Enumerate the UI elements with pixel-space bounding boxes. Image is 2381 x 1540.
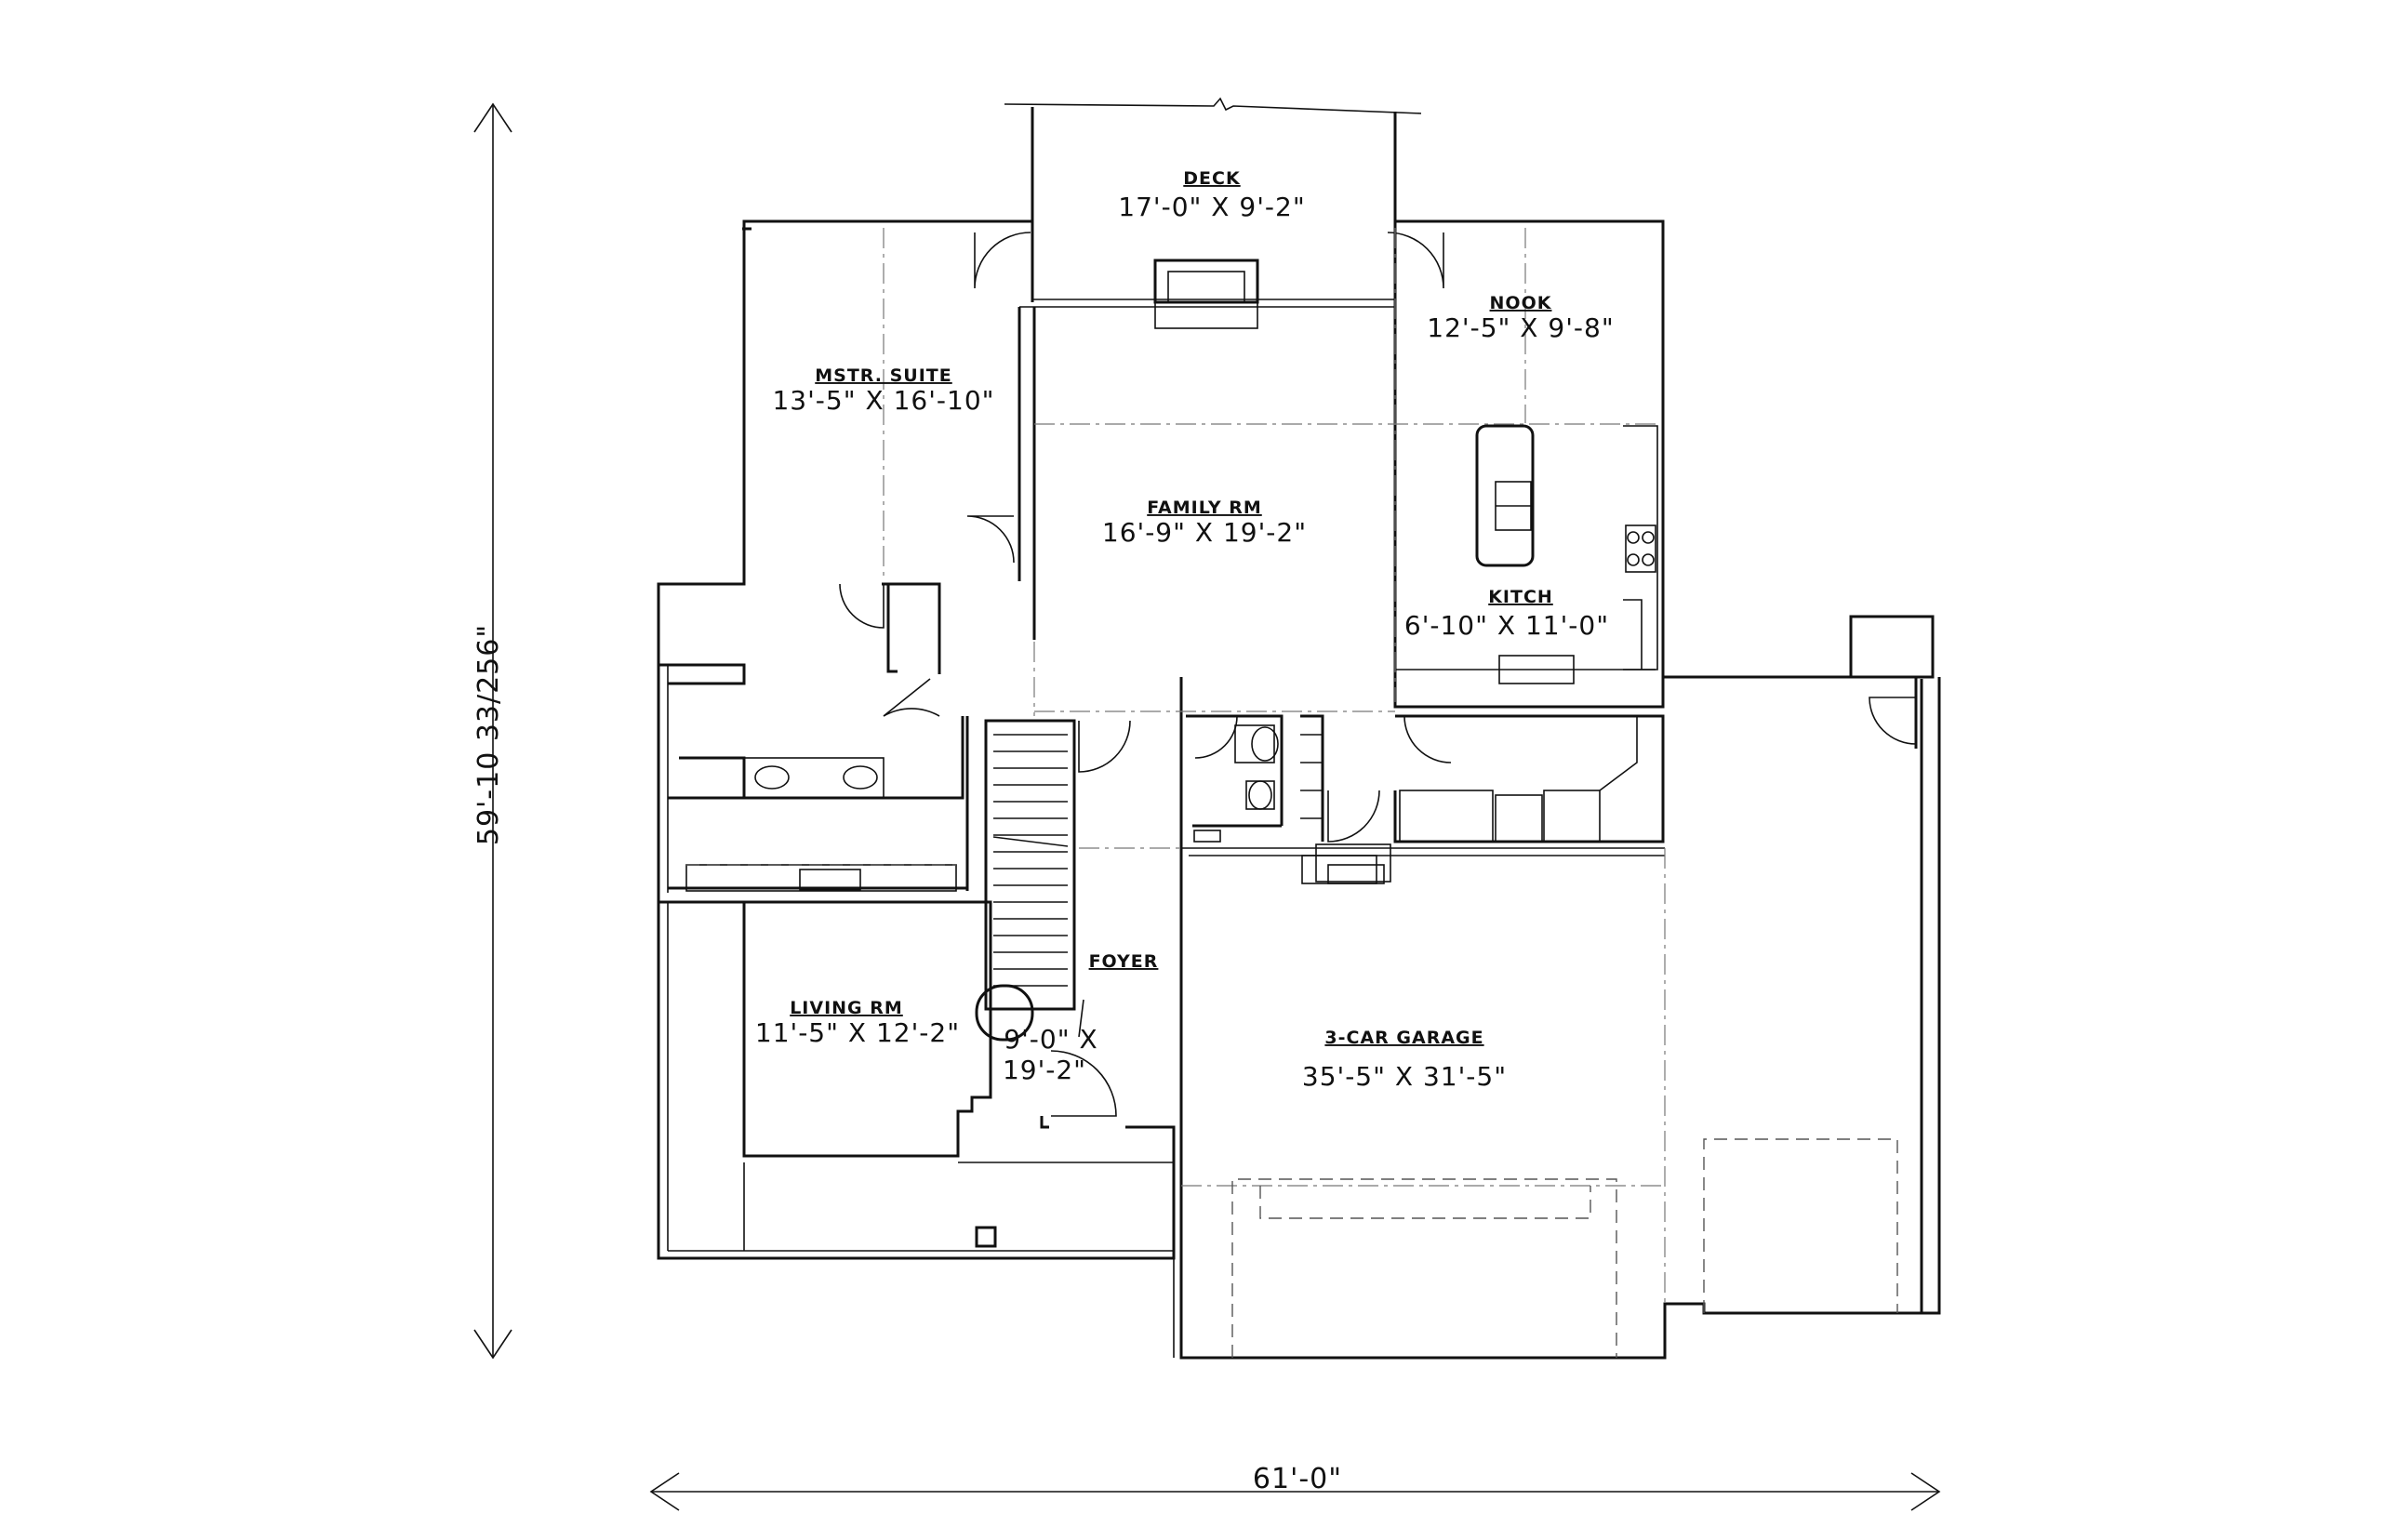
master-suite-dims: 13'-5" X 16'-10": [772, 385, 994, 416]
door-swings: [839, 232, 1917, 1117]
garage-dims: 35'-5" X 31'-5": [1302, 1061, 1507, 1092]
overall-width-label: 61'-0": [1253, 1463, 1342, 1495]
master-suite-name: MSTR. SUITE: [815, 365, 952, 386]
living-room-dims: 11'-5" X 12'-2": [755, 1017, 960, 1048]
overall-height-label: 59'-10 33/256": [472, 624, 505, 845]
nook-name: NOOK: [1490, 293, 1552, 313]
interior-walls: [658, 221, 1935, 1313]
family-room-name: FAMILY RM: [1147, 498, 1262, 518]
nook-dims: 12'-5" X 9'-8": [1427, 312, 1614, 343]
foyer-dims-line1: 9'-0" X: [1004, 1024, 1097, 1055]
stair-treads: [992, 734, 1069, 987]
living-room-name: LIVING RM: [790, 998, 903, 1018]
dashed-lines: [883, 228, 1898, 1358]
deck: [1004, 97, 1422, 329]
width-dimension-arrow: [649, 1472, 1941, 1511]
kitchen-dims: 6'-10" X 11'-0": [1404, 610, 1609, 641]
family-room-dims: 16'-9" X 19'-2": [1102, 517, 1307, 548]
height-dimension-arrow: [473, 102, 512, 1360]
foyer-name: FOYER: [1089, 951, 1159, 972]
garage-name: 3-CAR GARAGE: [1324, 1028, 1483, 1048]
deck-dims: 17'-0" X 9'-2": [1118, 192, 1305, 222]
foyer-dims-line2: 19'-2": [1003, 1055, 1086, 1085]
kitchen-name: KITCH: [1488, 587, 1553, 607]
deck-name: DECK: [1183, 168, 1241, 189]
